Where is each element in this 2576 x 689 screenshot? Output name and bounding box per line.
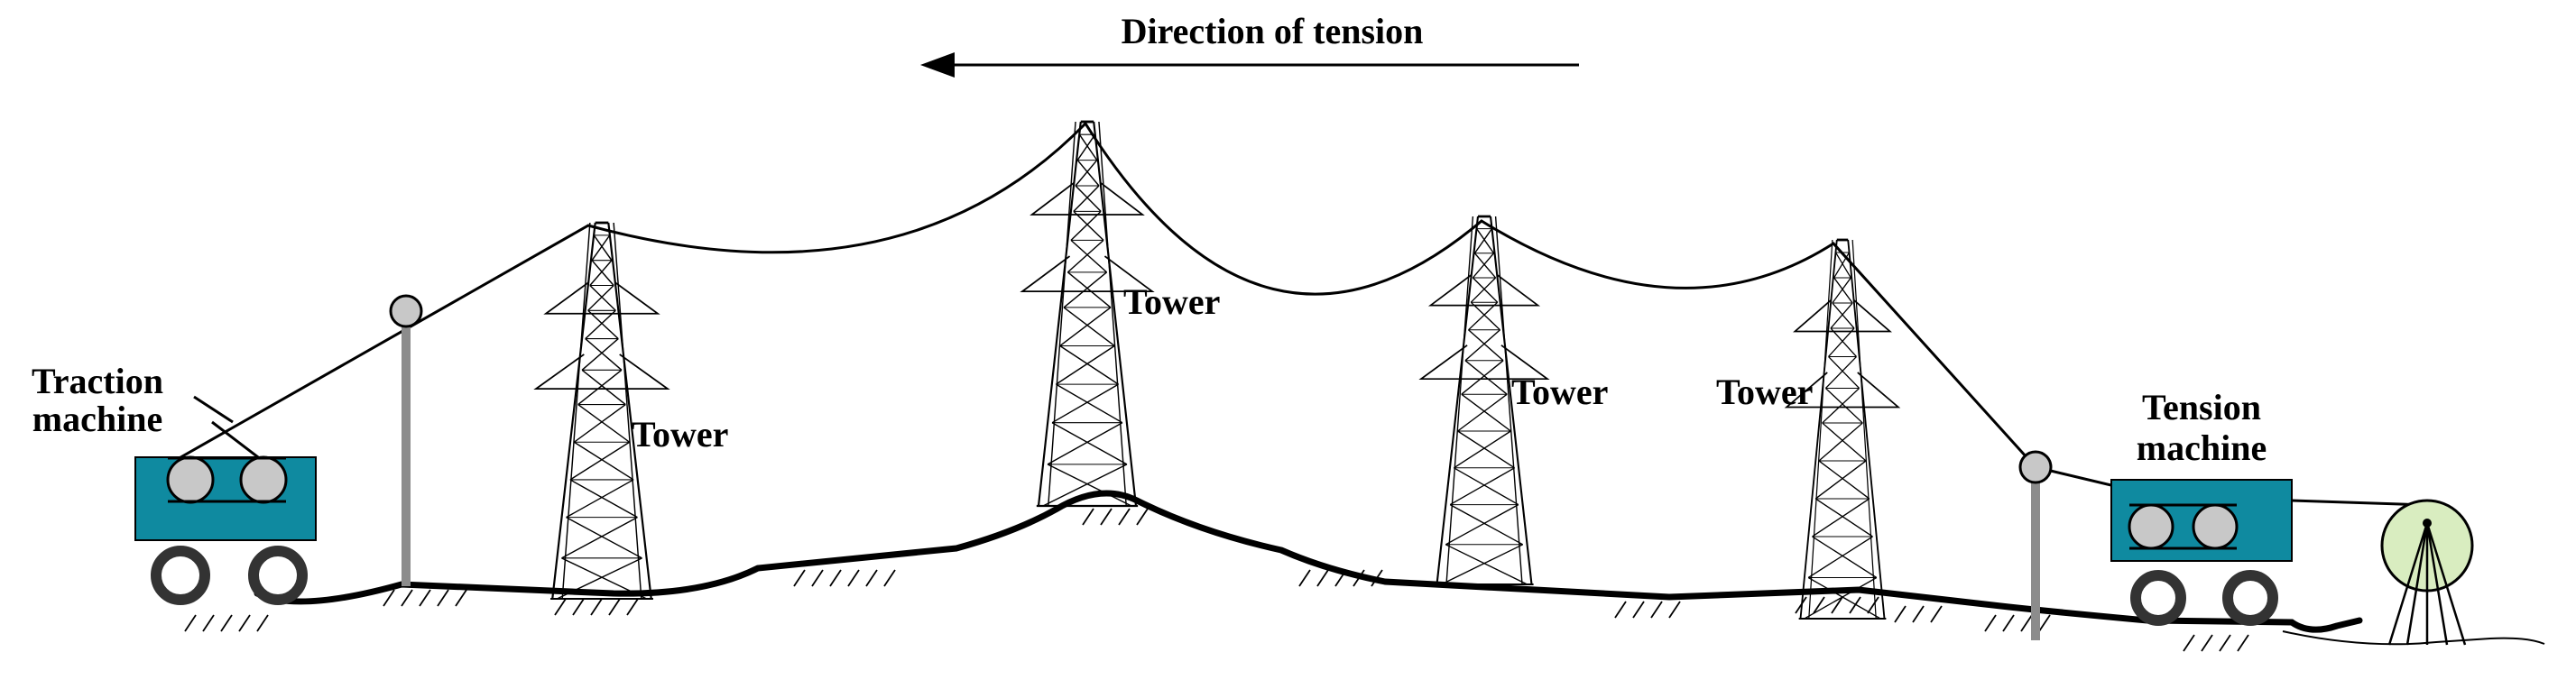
tower-label-1: Tower xyxy=(632,414,728,455)
traction-pulley-left xyxy=(166,455,215,504)
right-pulley-pole xyxy=(2018,450,2053,640)
cable-reel xyxy=(2380,499,2474,646)
traction-pulley-right xyxy=(239,455,288,504)
tension-pulley-right xyxy=(2192,503,2239,550)
direction-label: Direction of tension xyxy=(1122,11,1424,51)
ground-tail xyxy=(2282,630,2545,646)
traction-machine-label-line2: machine xyxy=(32,399,162,439)
tower-label-3: Tower xyxy=(1511,372,1608,412)
reel-stand xyxy=(2387,522,2467,646)
left-pulley-wheel xyxy=(389,294,423,328)
traction-machine-label-line1: Traction xyxy=(32,361,163,401)
left-pulley-pole xyxy=(389,294,423,586)
tower-label-4: Tower xyxy=(1716,372,1813,412)
tension-wheel-left xyxy=(2130,570,2186,626)
tension-wheel-right xyxy=(2222,570,2278,626)
traction-rope xyxy=(176,395,266,462)
tension-pulley-left xyxy=(2128,503,2174,550)
tension-machine-label-line2: machine xyxy=(2137,427,2267,468)
traction-wheel-left xyxy=(151,546,210,605)
traction-machine xyxy=(134,455,317,605)
traction-machine-body xyxy=(134,456,317,541)
tension-machine-label-line1: Tension xyxy=(2142,387,2261,427)
tower-label-2: Tower xyxy=(1123,281,1220,322)
ground-hatching xyxy=(184,508,2249,652)
ground-profile xyxy=(254,490,2363,633)
conductor-line xyxy=(175,121,2428,507)
traction-wheel-right xyxy=(248,546,308,605)
tension-machine xyxy=(2110,479,2293,626)
tower-1 xyxy=(534,221,669,601)
direction-arrow xyxy=(920,52,1579,78)
right-pulley-wheel xyxy=(2018,450,2053,484)
